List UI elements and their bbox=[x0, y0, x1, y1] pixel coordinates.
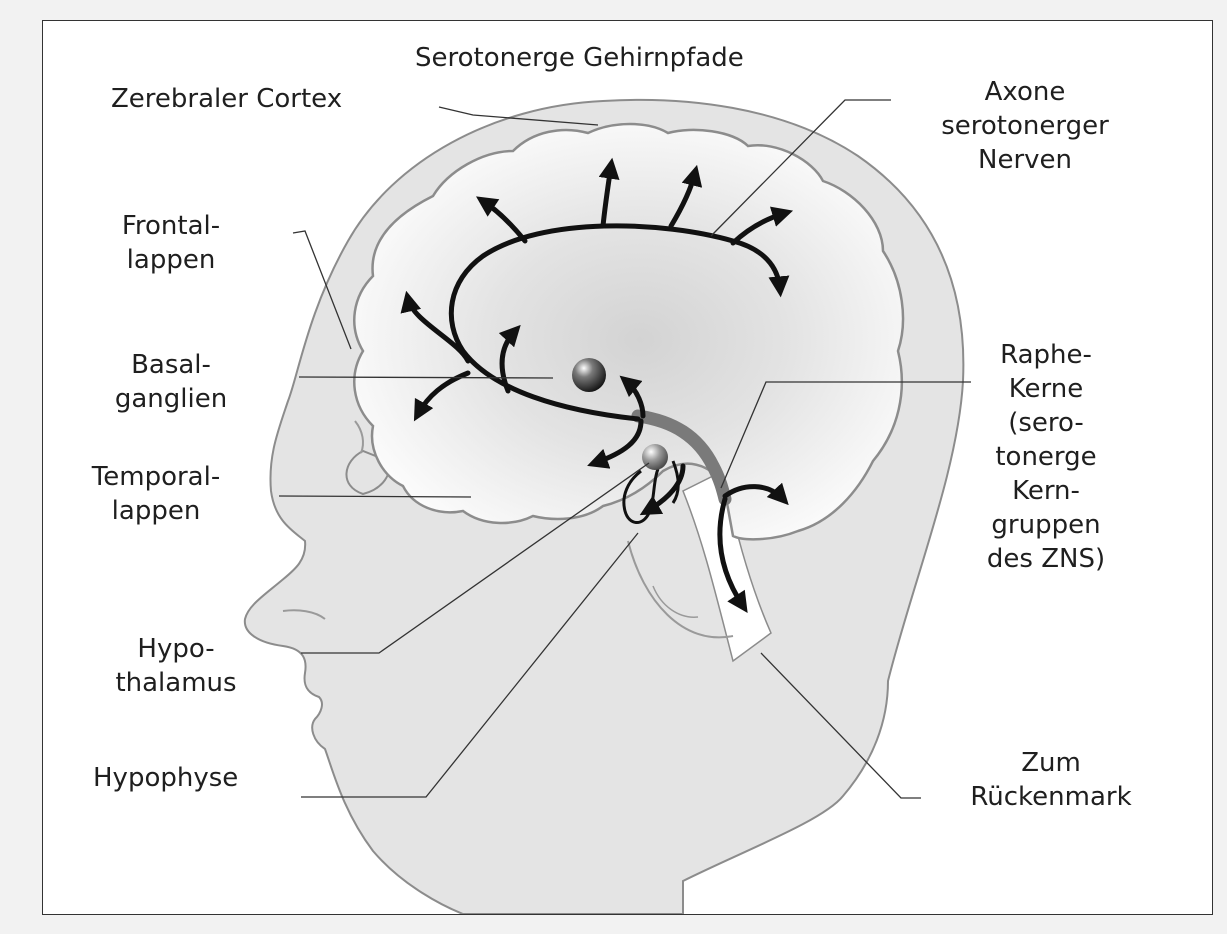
label-zerebraler-cortex: Zerebraler Cortex bbox=[111, 82, 342, 116]
label-temporallappen: Temporal-lappen bbox=[71, 460, 241, 528]
label-frontallappen: Frontal-lappen bbox=[101, 209, 241, 277]
label-hypophyse: Hypophyse bbox=[93, 761, 238, 795]
label-hypothalamus: Hypo-thalamus bbox=[101, 632, 251, 700]
basal-ganglia-nucleus bbox=[572, 358, 606, 392]
diagram-frame: Serotonerge Gehirnpfade Zerebraler Corte… bbox=[42, 20, 1213, 915]
hypothalamus-nucleus bbox=[642, 444, 668, 470]
diagram-title: Serotonerge Gehirnpfade bbox=[415, 41, 744, 75]
label-basalganglien: Basal-ganglien bbox=[101, 348, 241, 416]
